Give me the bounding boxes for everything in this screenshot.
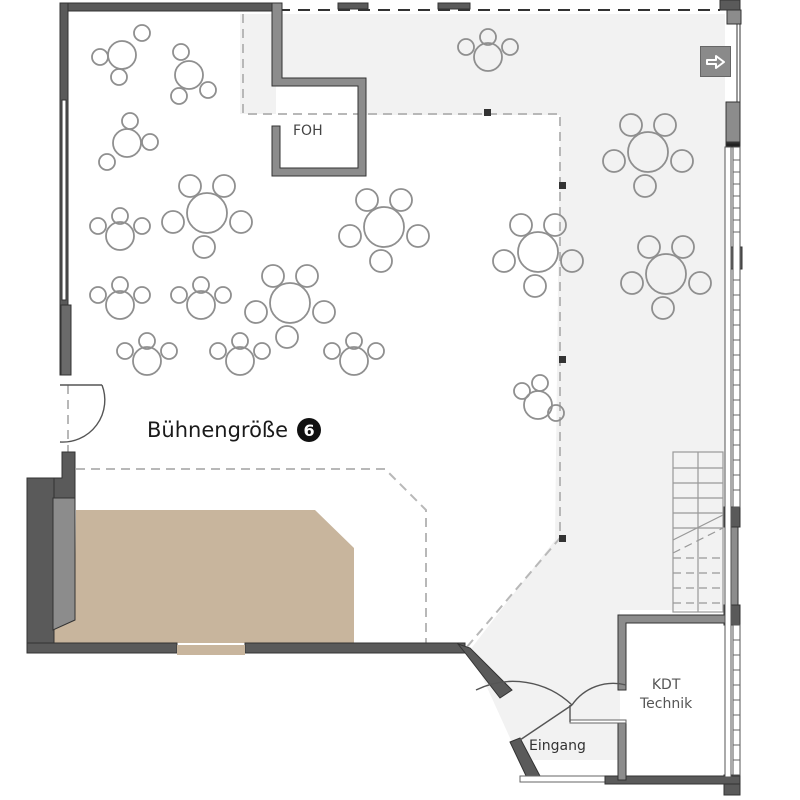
round-table-small <box>91 24 151 86</box>
kdt-label-line2: Technik <box>640 696 693 712</box>
doors <box>59 384 627 741</box>
tables-layer <box>89 24 712 422</box>
stage-area <box>52 510 354 643</box>
round-table-large <box>244 264 336 349</box>
windows <box>724 146 741 778</box>
round-table-large <box>620 235 712 320</box>
exit-sign <box>700 46 731 77</box>
circulation-area <box>240 14 725 760</box>
foh-label: FOH <box>293 123 323 139</box>
round-table-small <box>513 374 565 422</box>
round-table-small <box>209 332 271 376</box>
kdt-label-line1: KDT <box>651 677 681 693</box>
round-table-large <box>602 113 694 198</box>
entrance-label: Eingang <box>529 738 586 754</box>
staircase <box>672 451 724 613</box>
stage-edge <box>177 645 245 655</box>
walls <box>26 0 743 796</box>
round-table-small <box>323 332 385 376</box>
round-table-small <box>457 28 519 72</box>
stage-size-label: Bühnengröße 6 <box>147 418 322 442</box>
round-table-small <box>170 276 232 320</box>
stage-size-text: Bühnengröße <box>147 418 289 442</box>
round-table-large <box>492 213 584 298</box>
round-table-small <box>98 112 159 171</box>
kdt-technik-label: KDT Technik <box>640 676 692 714</box>
stage-number-badge: 6 <box>297 418 322 442</box>
round-table-small <box>89 276 151 320</box>
window-mullions <box>733 159 740 761</box>
round-table-small <box>89 207 151 251</box>
round-table-large <box>161 174 253 259</box>
round-table-large <box>338 188 430 273</box>
dashed-boundaries <box>67 14 561 649</box>
round-table-small <box>116 332 178 376</box>
round-table-small <box>170 43 217 105</box>
arrow-right-exit-icon <box>705 54 725 69</box>
markers <box>484 109 566 542</box>
